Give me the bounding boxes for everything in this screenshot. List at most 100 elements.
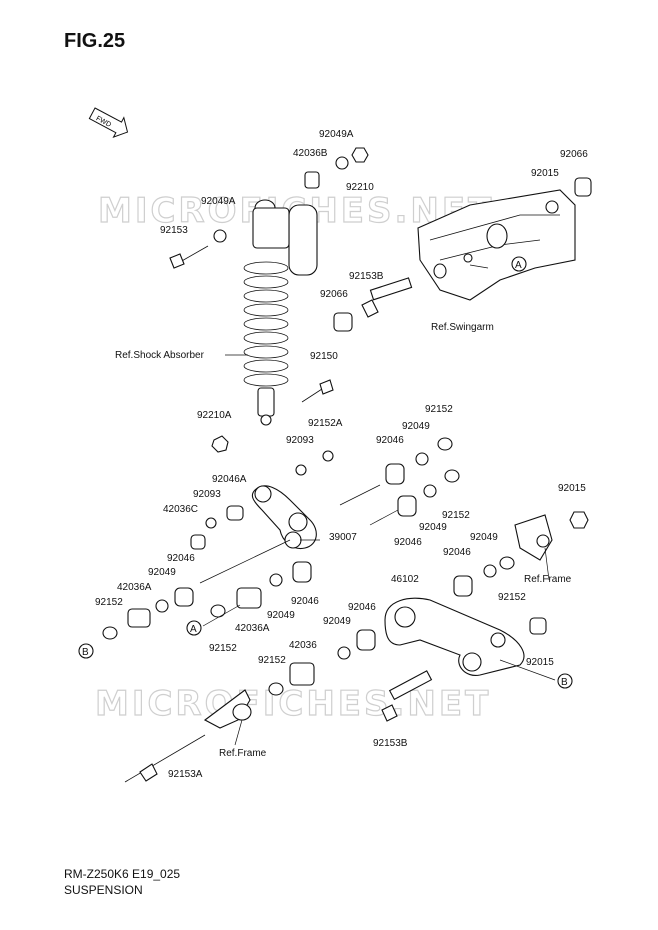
label-ref-frame-right: Ref.Frame [524,574,572,585]
label-92093-a: 92093 [286,435,314,446]
part-92015-r [569,511,589,529]
label-92049A: 92049A [319,129,354,140]
part-92049A [335,156,349,170]
footer-section: SUSPENSION [64,883,143,897]
label-92152A: 92152A [308,418,343,429]
label-92046-c: 92046 [167,553,195,564]
part-92152A [322,450,334,462]
figure-title: FIG.25 [64,30,126,52]
label-42036C: 42036C [163,504,198,515]
label-92046-e: 92046 [291,596,319,607]
label-92015-top: 92015 [531,168,559,179]
label-ref-shock: Ref.Shock Absorber [115,350,205,361]
part-92046-a [385,463,405,485]
label-ref-swingarm: Ref.Swingarm [431,322,494,333]
part-92152-b [444,469,460,483]
label-92153B-bottom: 92153B [373,738,408,749]
part-42036B [304,171,320,189]
label-92049-d: 92049 [148,567,176,578]
connecting-rod-illustration [384,597,525,676]
label-92153A: 92153A [168,769,203,780]
part-92049-a [415,452,429,466]
part-92093-b [205,517,217,529]
part-92152-f [268,682,284,696]
label-92066: 92066 [320,289,348,300]
label-92210A: 92210A [197,410,232,421]
bolt-92153B-top [361,277,413,318]
ref-frame-left-illustration [203,689,252,729]
label-92015-b: 92015 [526,657,554,668]
part-92049-c [155,599,169,613]
label-92046-b: 92046 [394,537,422,548]
callout-a-mid [186,620,202,636]
callout-b-right [557,673,573,689]
label-92152-e: 92152 [209,643,237,654]
label-92049-c: 92049 [470,532,498,543]
label-92152-a: 92152 [425,404,453,415]
swingarm-illustration [417,189,576,301]
label-42036: 42036 [289,640,317,651]
bolt-92153 [169,245,209,269]
part-42036A [127,608,151,628]
part-42036 [289,662,315,686]
part-92210A [211,435,229,453]
bolt-92150 [301,379,334,403]
callout-a-top [511,256,527,272]
callout-b-left-label: B [82,647,89,658]
part-92152-e [499,556,515,570]
ref-frame-right-illustration [514,514,553,561]
label-92049-b: 92049 [419,522,447,533]
label-92046-d: 92046 [443,547,471,558]
label-92210: 92210 [346,182,374,193]
part-92015-b [529,617,547,635]
part-92152-d [210,604,226,618]
label-92046-f: 92046 [348,602,376,613]
label-92152-f: 92152 [258,655,286,666]
fwd-arrow-icon: FWD [88,107,129,139]
label-92046-a: 92046 [376,435,404,446]
label-46102: 46102 [391,574,419,585]
label-92152-b: 92152 [442,510,470,521]
part-42036C [190,534,206,550]
label-42036A: 42036A [117,582,152,593]
tie-rod-illustration [251,485,317,550]
part-92046-e [453,575,473,597]
watermark-bottom: MICROFICHES.NET [95,684,491,724]
label-92150: 92150 [310,351,338,362]
part-92152-c [102,626,118,640]
label-92153B-top: 92153B [349,271,384,282]
label-92049A-b: 92049A [201,196,236,207]
label-42036B: 42036B [293,148,328,159]
label-92153: 92153 [160,225,188,236]
label-92093-b: 92093 [193,489,221,500]
label-92049-e: 92049 [267,610,295,621]
label-ref-frame-left: Ref.Frame [219,748,267,759]
label-92066-top: 92066 [560,149,588,160]
bolt-92153A [124,734,206,783]
callout-a-top-label: A [515,260,522,271]
label-92046A: 92046A [212,474,247,485]
part-92046-c [174,587,194,607]
part-92210 [351,147,369,163]
part-92093-a [295,464,307,476]
part-92152-a [437,437,453,451]
footer-code: RM-Z250K6 E19_025 [64,867,181,881]
part-92049-f [337,646,351,660]
label-92015-r: 92015 [558,483,586,494]
label-92049-f: 92049 [323,616,351,627]
part-92046-d [292,561,312,583]
part-92046-b [397,495,417,517]
label-92152-d: 92152 [95,597,123,608]
callout-b-right-label: B [561,677,568,688]
label-39007: 39007 [329,532,357,543]
label-42036A-b: 42036A [235,623,270,634]
part-92015-top [545,200,559,214]
leader-lines [199,264,556,746]
part-92066-top [574,177,592,197]
callout-a-mid-label: A [190,624,197,635]
label-92152-c: 92152 [498,592,526,603]
part-92049A-b [213,229,227,243]
label-92049-a: 92049 [402,421,430,432]
part-42036A-b [236,587,262,609]
